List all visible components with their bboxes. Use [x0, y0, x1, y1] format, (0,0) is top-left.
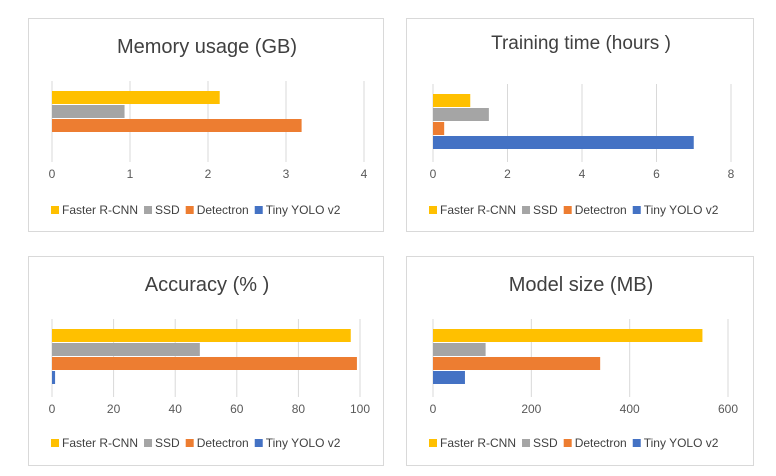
- model-size-legend-label-tiny-yolo-v2: Tiny YOLO v2: [644, 436, 719, 450]
- training-time-legend-label-tiny-yolo-v2: Tiny YOLO v2: [644, 203, 719, 217]
- accuracy-legend-swatch-faster-r-cnn: [51, 439, 59, 447]
- training-time-bar-ssd: [433, 108, 489, 121]
- training-time-bar-detectron: [433, 122, 445, 135]
- accuracy-legend-swatch-tiny-yolo-v2: [254, 439, 263, 447]
- training-time-legend-swatch-faster-r-cnn: [429, 206, 437, 214]
- memory-usage-tick-label-0: 0: [49, 167, 56, 181]
- training-time-tick-label-3: 6: [653, 167, 660, 181]
- memory-usage-legend-label-faster-r-cnn: Faster R-CNN: [62, 203, 138, 217]
- memory-usage-tick-label-1: 1: [127, 167, 134, 181]
- accuracy-tick-label-3: 60: [230, 402, 244, 416]
- training-time-legend-label-ssd: SSD: [533, 203, 558, 217]
- accuracy-tick-label-4: 80: [292, 402, 306, 416]
- accuracy-bar-faster-r-cnn: [52, 329, 351, 342]
- model-size-legend-swatch-ssd: [522, 439, 531, 447]
- accuracy-legend-swatch-ssd: [144, 439, 153, 447]
- model-size-chart-title: Model size (MB): [509, 274, 653, 296]
- accuracy-tick-label-2: 40: [169, 402, 183, 416]
- training-time-legend-label-faster-r-cnn: Faster R-CNN: [440, 203, 516, 217]
- accuracy-legend-swatch-detectron: [185, 439, 194, 447]
- training-time-bar-tiny-yolo-v2: [433, 136, 694, 149]
- memory-usage-bar-faster-r-cnn: [52, 91, 220, 104]
- memory-usage-tick-label-2: 2: [205, 167, 212, 181]
- accuracy-legend-label-faster-r-cnn: Faster R-CNN: [62, 436, 138, 450]
- memory-usage-legend-label-ssd: SSD: [155, 203, 180, 217]
- memory-usage-legend-swatch-detectron: [185, 206, 194, 214]
- accuracy-bar-ssd: [52, 343, 200, 356]
- model-size-bar-tiny-yolo-v2: [433, 371, 465, 384]
- model-size-tick-label-0: 0: [430, 402, 437, 416]
- model-size-tick-label-1: 200: [521, 402, 541, 416]
- training-time-tick-label-1: 2: [504, 167, 511, 181]
- accuracy-legend-label-ssd: SSD: [155, 436, 180, 450]
- memory-usage-chart-title: Memory usage (GB): [117, 36, 297, 58]
- model-size-legend-swatch-tiny-yolo-v2: [632, 439, 641, 447]
- model-size-legend-swatch-faster-r-cnn: [429, 439, 437, 447]
- training-time-legend-swatch-detectron: [563, 206, 572, 214]
- memory-usage-tick-label-4: 4: [361, 167, 368, 181]
- accuracy-tick-label-1: 20: [107, 402, 121, 416]
- accuracy-tick-label-0: 0: [49, 402, 56, 416]
- training-time-legend-swatch-tiny-yolo-v2: [632, 206, 641, 214]
- accuracy-legend-label-detectron: Detectron: [197, 436, 249, 450]
- memory-usage-legend-swatch-tiny-yolo-v2: [254, 206, 263, 214]
- training-time-legend-label-detectron: Detectron: [575, 203, 627, 217]
- training-time-tick-label-2: 4: [579, 167, 586, 181]
- model-size-legend-label-ssd: SSD: [533, 436, 558, 450]
- model-size-bar-detectron: [433, 357, 601, 370]
- model-size-legend-label-faster-r-cnn: Faster R-CNN: [440, 436, 516, 450]
- memory-usage-bar-detectron: [52, 119, 302, 132]
- accuracy-tick-label-5: 100: [350, 402, 370, 416]
- training-time-chart-title: Training time (hours ): [491, 33, 671, 54]
- memory-usage-legend-swatch-ssd: [144, 206, 153, 214]
- memory-usage-legend-label-tiny-yolo-v2: Tiny YOLO v2: [266, 203, 341, 217]
- memory-usage-bar-ssd: [52, 105, 125, 118]
- training-time-bar-faster-r-cnn: [433, 94, 471, 107]
- memory-usage-legend-label-detectron: Detectron: [197, 203, 249, 217]
- accuracy-legend-label-tiny-yolo-v2: Tiny YOLO v2: [266, 436, 341, 450]
- accuracy-bar-tiny-yolo-v2: [52, 371, 56, 384]
- model-size-bar-faster-r-cnn: [433, 329, 703, 342]
- model-size-tick-label-2: 400: [620, 402, 640, 416]
- training-time-tick-label-4: 8: [728, 167, 735, 181]
- model-size-legend-label-detectron: Detectron: [575, 436, 627, 450]
- accuracy-chart-title: Accuracy (% ): [145, 274, 269, 296]
- memory-usage-legend-swatch-faster-r-cnn: [51, 206, 59, 214]
- training-time-tick-label-0: 0: [430, 167, 437, 181]
- memory-usage-tick-label-3: 3: [283, 167, 290, 181]
- training-time-legend-swatch-ssd: [522, 206, 531, 214]
- model-size-legend-swatch-detectron: [563, 439, 572, 447]
- model-size-tick-label-3: 600: [718, 402, 738, 416]
- model-size-bar-ssd: [433, 343, 486, 356]
- accuracy-bar-detectron: [52, 357, 357, 370]
